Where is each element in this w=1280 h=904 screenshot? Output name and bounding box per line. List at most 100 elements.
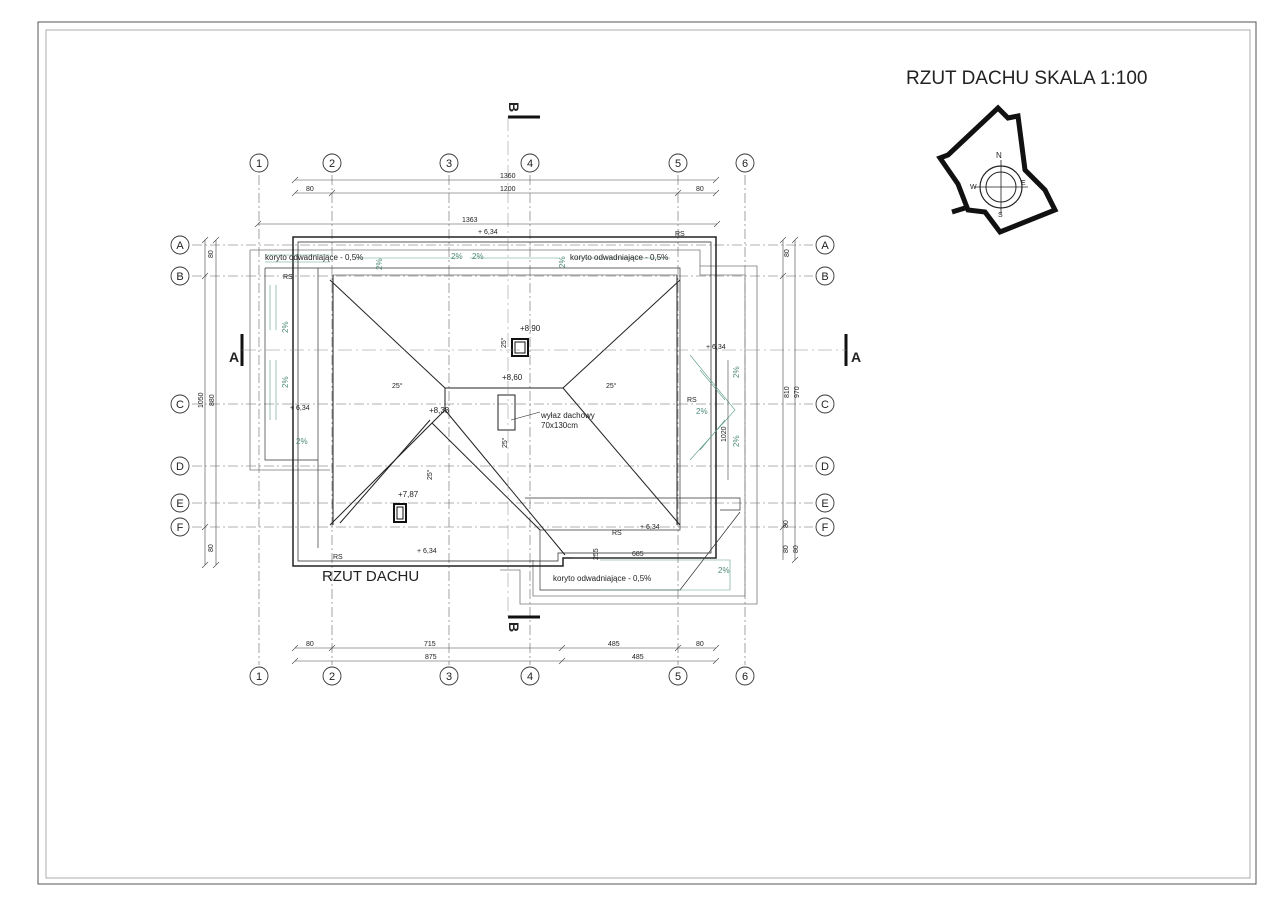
- rs-label-2: RS: [675, 231, 685, 238]
- dim-top-1363: 1363: [462, 217, 478, 224]
- plan-label: RZUT DACHU: [322, 568, 419, 585]
- section-line-b: [507, 115, 540, 619]
- grid-bubbles-right: [815, 235, 835, 537]
- dim-bottom-485-bottom: 485: [632, 654, 644, 661]
- roof-hatch-label-1: wyłaz dachowy: [540, 411, 595, 420]
- dim-bottom-80-left: 80: [306, 641, 314, 648]
- rs-label-4: RS: [612, 530, 622, 537]
- dimension-lines-right: [727, 236, 799, 564]
- slope-percent-8: 2%: [732, 435, 741, 447]
- slope-label-left: 25°: [392, 382, 403, 390]
- slope-percent-9: 2%: [718, 566, 730, 575]
- dim-left-880: 880: [209, 394, 216, 406]
- section-b-label-bottom: B: [506, 622, 522, 632]
- compass-site-outline: N E S W: [936, 104, 1059, 236]
- grid-labels-left: A B C D E F: [176, 240, 184, 534]
- grid-row-b-left: B: [176, 271, 183, 283]
- grid-row-c-right: C: [821, 399, 829, 411]
- roof-hatch: [497, 394, 541, 431]
- slope-percent-1: 2%: [451, 252, 463, 261]
- grid-col-1-top: 1: [256, 158, 262, 170]
- slope-percent-6: 2%: [696, 407, 708, 416]
- grid-col-5-bottom: 5: [675, 671, 681, 683]
- level-eave-top: + 6,34: [478, 229, 498, 236]
- dimension-lines-left: [201, 236, 220, 569]
- sheet-outer-frame: [37, 21, 1257, 885]
- dim-right-810: 810: [784, 386, 791, 398]
- grid-row-d-left: D: [176, 461, 184, 473]
- section-line-a: [240, 334, 848, 366]
- grid-row-e-right: E: [821, 498, 828, 510]
- grid-row-a-right: A: [821, 240, 829, 252]
- dimension-lines-top: [254, 176, 721, 228]
- chimney-top: [511, 338, 529, 357]
- gutter-lines: [264, 267, 741, 591]
- dim-top-1360: 1360: [500, 173, 516, 180]
- dim-bottom-715: 715: [424, 641, 436, 648]
- level-chimney-left: +7,87: [398, 490, 419, 499]
- grid-bubbles-top: [249, 153, 755, 173]
- rs-label-3: RS: [687, 397, 697, 404]
- slope-percent-5: 2%: [296, 437, 308, 446]
- grid-row-d-right: D: [821, 461, 829, 473]
- slope-percent-7: 2%: [732, 366, 741, 378]
- gutter-label-right-top: koryto odwadniające - 0,5%: [570, 253, 668, 262]
- grid-col-6-top: 6: [742, 158, 748, 170]
- grid-col-1-bottom: 1: [256, 671, 262, 683]
- compass-west-label: W: [970, 184, 977, 191]
- grid-labels-top: 1 2 3 4 5 6: [256, 158, 748, 170]
- roof-hatch-label-2: 70x130cm: [541, 421, 578, 430]
- slope-hatches: [265, 254, 736, 591]
- grid-labels-right: A B C D E F: [821, 240, 829, 534]
- rs-label-5: RS: [333, 554, 343, 561]
- grid-col-5-top: 5: [675, 158, 681, 170]
- grid-lines-horizontal: [192, 244, 813, 528]
- level-ridge-mid: +8,60: [502, 373, 523, 382]
- dim-right-80-g: 80: [793, 545, 800, 553]
- wall-outline: [249, 249, 758, 605]
- grid-row-f-right: F: [822, 522, 829, 534]
- slope-percent-10: 2%: [375, 258, 384, 270]
- dim-inner-685: 685: [632, 551, 644, 558]
- level-ridge-top: +8,90: [520, 324, 541, 333]
- roof-outline: [292, 236, 717, 567]
- slope-percent-11: 2%: [558, 256, 567, 268]
- slope-percent-4: 2%: [281, 376, 290, 388]
- compass-south-label: S: [998, 212, 1003, 219]
- grid-bubbles-bottom: [249, 666, 755, 686]
- dim-bottom-80-right: 80: [696, 641, 704, 648]
- dim-left-80-bottom: 80: [208, 544, 215, 552]
- slope-label-top: 25°: [500, 337, 508, 348]
- dim-left-80-top: 80: [208, 250, 215, 258]
- dim-top-80-right: 80: [696, 186, 704, 193]
- grid-labels-bottom: 1 2 3 4 5 6: [256, 671, 748, 683]
- section-a-label-left: A: [229, 349, 239, 365]
- grid-bubbles-left: [170, 235, 190, 537]
- grid-col-3-top: 3: [446, 158, 452, 170]
- grid-lines-vertical: [258, 175, 746, 665]
- dim-left-1050: 1050: [198, 392, 205, 408]
- grid-row-f-left: F: [177, 522, 184, 534]
- dim-right-80-f: 80: [783, 545, 790, 553]
- level-eave-bottom-left: + 6,34: [417, 548, 437, 555]
- grid-row-b-right: B: [821, 271, 828, 283]
- dim-right-1020: 1020: [721, 426, 728, 442]
- dim-top-1200: 1200: [500, 186, 516, 193]
- grid-row-a-left: A: [176, 240, 184, 252]
- grid-col-4-bottom: 4: [527, 671, 533, 683]
- level-eave-bottom-right: + 6,34: [640, 524, 660, 531]
- level-ridge-left: +8,38: [429, 406, 450, 415]
- grid-col-2-bottom: 2: [329, 671, 335, 683]
- grid-col-6-bottom: 6: [742, 671, 748, 683]
- sheet-inner-frame: [45, 29, 1251, 879]
- roof-hips-and-ridges: [329, 274, 681, 556]
- grid-row-e-left: E: [176, 498, 183, 510]
- slope-label-center: 25°: [501, 437, 509, 448]
- chimney-left: [393, 503, 407, 523]
- dim-top-80-left: 80: [306, 186, 314, 193]
- compass-east-label: E: [1021, 180, 1026, 187]
- slope-label-right: 25°: [606, 382, 617, 390]
- rs-label-1: RS: [283, 274, 293, 281]
- slope-percent-3: 2%: [281, 321, 290, 333]
- dim-bottom-875: 875: [425, 654, 437, 661]
